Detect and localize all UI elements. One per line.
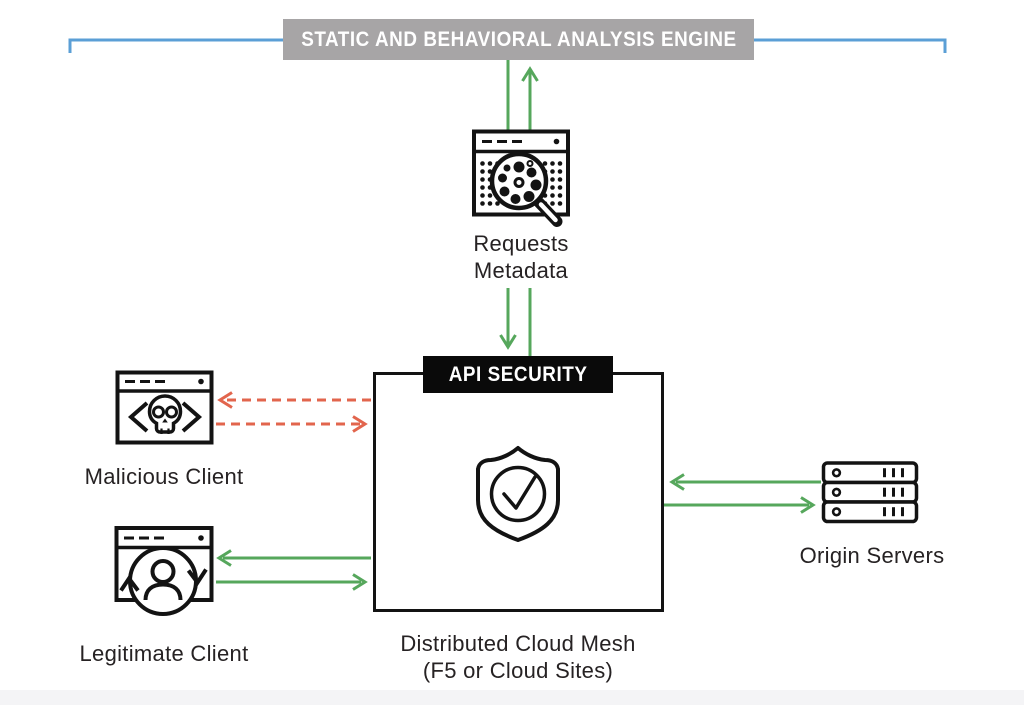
arrowhead-right-icon xyxy=(352,573,368,591)
browser-user-sync-icon xyxy=(114,526,214,616)
arrowhead-right-icon xyxy=(352,415,368,433)
requests-metadata-label: Requests Metadata xyxy=(421,230,621,284)
angle-bracket-right xyxy=(181,401,203,433)
server-stack-icon xyxy=(821,461,919,524)
footer-strip xyxy=(0,690,1024,705)
cloud-mesh-label: Distributed Cloud Mesh (F5 or Cloud Site… xyxy=(368,630,668,684)
analysis-engine-banner-label: STATIC AND BEHAVIORAL ANALYSIS ENGINE xyxy=(300,27,737,51)
browser-scan-icon xyxy=(472,129,570,227)
sync-arrowhead-right xyxy=(186,568,208,586)
arrowhead-down-icon xyxy=(499,334,517,350)
checkmark-icon xyxy=(502,475,537,510)
user-body xyxy=(143,582,183,601)
user-head xyxy=(150,559,176,584)
api-security-banner-label: API SECURITY xyxy=(448,362,588,386)
arrowhead-right-icon xyxy=(800,496,816,514)
cloud-mesh-label-line1: Distributed Cloud Mesh xyxy=(400,631,636,656)
api-security-banner: API SECURITY xyxy=(423,356,613,393)
shield-check-icon xyxy=(476,446,560,542)
arrowhead-left-icon xyxy=(216,549,232,567)
arrowhead-left-icon xyxy=(669,473,685,491)
engine-metadata-arrows xyxy=(499,57,539,360)
angle-bracket-left xyxy=(127,401,149,433)
requests-metadata-label-line2: Metadata xyxy=(473,258,569,283)
skull-icon xyxy=(147,394,183,434)
analysis-engine-banner: STATIC AND BEHAVIORAL ANALYSIS ENGINE xyxy=(283,19,754,60)
arrowhead-left-icon xyxy=(217,391,233,409)
malicious-client-label: Malicious Client xyxy=(84,464,244,489)
requests-metadata-label-line1: Requests xyxy=(473,231,569,256)
arrowhead-up-icon xyxy=(521,66,539,82)
sync-arrowhead-left xyxy=(119,575,140,592)
browser-skull-icon xyxy=(115,370,214,445)
origin-servers-label: Origin Servers xyxy=(799,543,945,568)
origin-traffic-arrows xyxy=(664,473,821,514)
cloud-mesh-label-line2: (F5 or Cloud Sites) xyxy=(422,658,614,683)
legitimate-client-label: Legitimate Client xyxy=(79,641,249,666)
legitimate-traffic-arrows xyxy=(216,549,371,591)
malicious-traffic-arrows xyxy=(216,391,371,433)
